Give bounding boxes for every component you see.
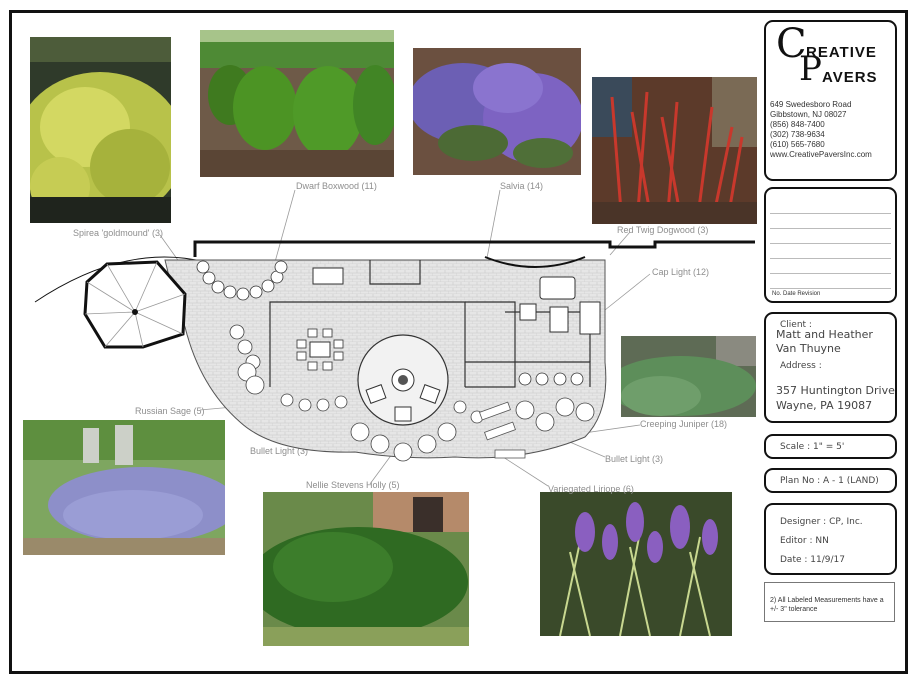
designer-box: Designer : CP, Inc. Editor : NN Date : 1… (764, 503, 897, 575)
revision-header: No. Date Revision (772, 291, 821, 297)
tolerance-note: 2) All Labeled Measurements have a +/- 3… (770, 597, 884, 613)
photo-variegated-liriope (540, 492, 732, 636)
photo-nellie-stevens-holly (263, 492, 469, 646)
photo-creeping-juniper (621, 336, 756, 417)
company-phone-3: (610) 565-7680 (770, 140, 825, 149)
dining-table (309, 341, 331, 358)
logo-word-reative: REATIVE (806, 44, 877, 61)
label-spirea: Spirea 'goldmound' (3) (73, 228, 163, 238)
label-dwarf-boxwood: Dwarf Boxwood (11) (296, 181, 377, 191)
label-bullet-light-left: Bullet Light (3) (250, 446, 309, 456)
note-box: 2) All Labeled Measurements have a +/- 3… (764, 582, 895, 622)
label-cap-light: Cap Light (12) (652, 267, 710, 277)
plan-number-box: Plan No : A - 1 (LAND) (764, 468, 897, 493)
company-phone-2: (302) 738-9634 (770, 130, 825, 139)
photo-dwarf-boxwood (200, 30, 394, 177)
label-nellie-stevens-holly: Nellie Stevens Holly (5) (306, 480, 400, 490)
client-label: Client : (780, 320, 812, 330)
company-address-2: Gibbstown, NJ 08027 (770, 110, 847, 119)
label-bullet-light-right: Bullet Light (3) (605, 454, 664, 464)
date-text: Date : 11/9/17 (780, 555, 845, 565)
company-website: www.CreativePaversInc.com (770, 150, 872, 159)
editor-text: Editor : NN (780, 536, 829, 546)
address-line-2: Wayne, PA 19087 (776, 399, 873, 412)
client-box: Client : Matt and Heather Van Thuyne Add… (764, 312, 897, 423)
plan-number-text: Plan No : A - 1 (LAND) (780, 476, 879, 486)
company-logo-box: C REATIVE P AVERS 649 Swedesboro Road Gi… (764, 20, 897, 181)
company-phone-1: (856) 848-7400 (770, 120, 825, 129)
label-variegated-liriope: Variegated Liriope (6) (548, 484, 634, 494)
label-red-twig-dogwood: Red Twig Dogwood (3) (617, 225, 709, 235)
revision-box: No. Date Revision (764, 187, 897, 303)
photo-salvia (413, 48, 581, 175)
address-label: Address : (780, 361, 822, 371)
scale-box: Scale : 1" = 5' (764, 434, 897, 459)
client-name: Matt and Heather Van Thuyne (776, 328, 873, 355)
house-wall (193, 240, 755, 257)
photo-russian-sage (23, 420, 225, 555)
designer-text: Designer : CP, Inc. (780, 517, 863, 527)
label-salvia: Salvia (14) (500, 181, 544, 191)
company-address-1: 649 Swedesboro Road (770, 100, 852, 109)
logo-letter-c: C (776, 21, 807, 67)
address-line-1: 357 Huntington Drive (776, 384, 895, 397)
photo-spirea-goldmound (30, 37, 171, 223)
label-russian-sage: Russian Sage (5) (135, 406, 205, 416)
photo-red-twig-dogwood (592, 77, 757, 224)
logo-word-avers: AVERS (822, 69, 878, 86)
pergola (83, 260, 187, 349)
scale-text: Scale : 1" = 5' (780, 442, 845, 452)
logo-letter-p: P (799, 49, 822, 89)
label-creeping-juniper: Creeping Juniper (18) (640, 419, 728, 429)
landscape-plan (34, 240, 755, 462)
